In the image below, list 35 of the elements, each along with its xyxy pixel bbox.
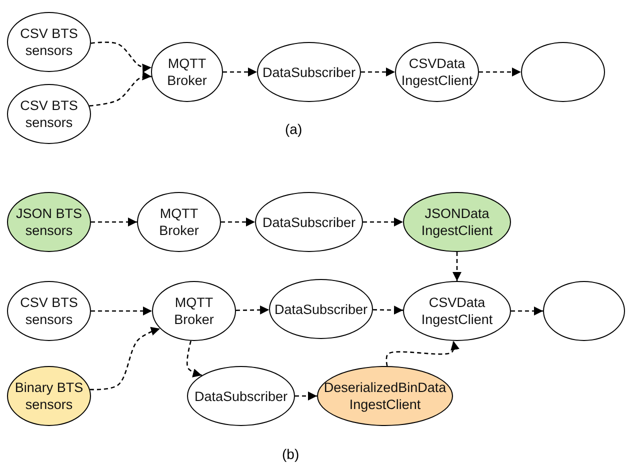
dashed-arrow xyxy=(363,218,403,226)
dashed-arrow xyxy=(221,218,255,226)
node-label: CSV BTS sensors xyxy=(19,97,79,131)
node-label: JSON BTS sensors xyxy=(14,205,83,239)
dashed-arrow xyxy=(372,306,404,315)
node-label: Binary BTS sensors xyxy=(14,379,84,413)
dashed-arrow xyxy=(361,68,395,76)
dashed-arrow xyxy=(90,42,152,73)
dashed-arrow xyxy=(386,340,460,366)
dashed-arrow xyxy=(452,252,462,281)
node-label: MQTT Broker xyxy=(166,55,208,89)
dashed-arrow xyxy=(511,306,543,316)
caption-label: (b) xyxy=(282,446,300,462)
dashed-arrow xyxy=(91,218,137,226)
dashed-arrow xyxy=(295,392,317,400)
node-label: DataSubscriber xyxy=(194,388,288,404)
dashed-arrow xyxy=(91,306,152,316)
node-label: CSVData IngestClient xyxy=(420,294,494,328)
dashed-arrow xyxy=(223,68,257,76)
node-label: JSONData IngestClient xyxy=(420,205,494,239)
node-label: MQTT Broker xyxy=(158,205,200,239)
dashed-arrow xyxy=(89,71,152,106)
dashed-arrow xyxy=(236,305,270,314)
node-label: CSV BTS sensors xyxy=(19,25,79,59)
node-label: DataSubscriber xyxy=(262,214,356,230)
dashed-arrow xyxy=(186,340,202,378)
node-label: DataSubscriber xyxy=(262,64,356,80)
dashed-arrow xyxy=(479,68,521,76)
node-label: CSV BTS sensors xyxy=(19,294,79,328)
node-label: DataSubscriber xyxy=(274,300,368,318)
node-label: DeserializedBinData IngestClient xyxy=(322,379,448,413)
node-label: MQTT Broker xyxy=(173,294,215,328)
caption-label: (a) xyxy=(285,121,302,137)
dashed-arrow xyxy=(90,326,160,390)
node-label: CSVData IngestClient xyxy=(400,55,474,89)
